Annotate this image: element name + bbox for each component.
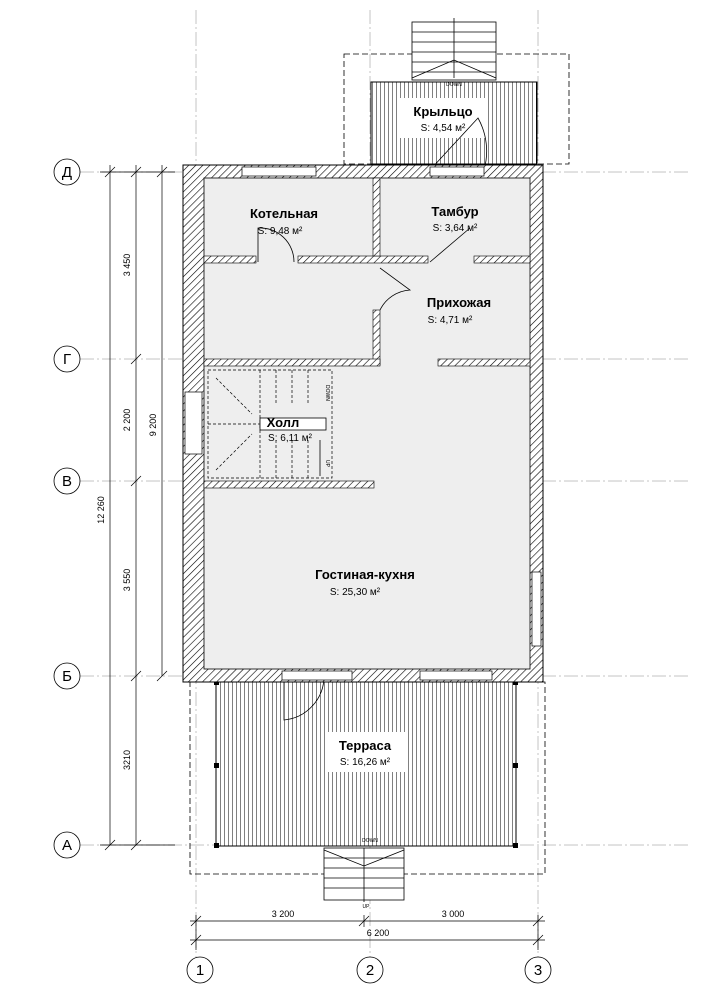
- axis-bubble-1: 1: [186, 956, 214, 984]
- axis-bubble-b: Б: [53, 662, 81, 690]
- dim-1-2: 3 200: [272, 909, 295, 919]
- axis-bubble-a: А: [53, 831, 81, 859]
- svg-text:3: 3: [534, 962, 542, 979]
- dim-d-b: 9 200: [148, 414, 158, 437]
- svg-text:В: В: [62, 473, 72, 490]
- hall-stairs-up-label: UP: [324, 460, 330, 468]
- dim-total-vertical: 12 260: [96, 496, 106, 524]
- dim-g-v: 2 200: [122, 409, 132, 432]
- svg-text:Г: Г: [63, 351, 71, 368]
- porch-stairs: [411, 18, 497, 81]
- dim-v-b: 3 550: [122, 569, 132, 592]
- axis-bubble-3: 3: [524, 956, 552, 984]
- dim-d-g: 3 450: [122, 254, 132, 277]
- svg-text:А: А: [62, 837, 72, 854]
- boiler-room-name: Котельная: [250, 206, 318, 221]
- terrace-area: S: 16,26 м²: [340, 757, 391, 768]
- terrace-stairs: [323, 847, 405, 902]
- svg-text:2: 2: [366, 962, 374, 979]
- dim-2-3: 3 000: [442, 909, 465, 919]
- axis-bubble-d: Д: [53, 158, 81, 186]
- hallway-name: Прихожая: [427, 295, 491, 310]
- hall-stairs-down-label: DOWN: [324, 385, 330, 401]
- terrace-name: Терраса: [339, 738, 392, 753]
- windows: [184, 166, 542, 681]
- hall-staircase: [207, 369, 333, 479]
- living-kitchen-area: S: 25,30 м²: [330, 587, 381, 598]
- axis-bubble-v: В: [53, 467, 81, 495]
- porch-label-bg: [400, 98, 486, 138]
- svg-text:Б: Б: [62, 668, 72, 685]
- axis-bubble-g: Г: [53, 345, 81, 373]
- hall-name: Холл: [267, 415, 300, 430]
- porch-name: Крыльцо: [413, 104, 472, 119]
- terrace-label-bg: [325, 732, 405, 772]
- hall-stair-rail: [259, 417, 327, 476]
- interior-doors: [257, 227, 471, 311]
- hall-area: S: 6,11 м²: [268, 433, 313, 444]
- vestibule-area: S: 3,64 м²: [433, 223, 478, 234]
- porch-stairs-down-label: DOWN: [446, 82, 462, 88]
- dim-b-a: 3210: [122, 750, 132, 770]
- terrace-stairs-down-label: DOWN: [362, 838, 378, 844]
- axis-bubble-2: 2: [356, 956, 384, 984]
- terrace-door-swing: [283, 675, 325, 721]
- dim-total-horizontal: 6 200: [367, 928, 390, 938]
- svg-text:Д: Д: [62, 164, 72, 181]
- interior-walls: [203, 177, 531, 489]
- horizontal-dimensions: [190, 915, 545, 950]
- terrace-stairs-up-label: UP: [363, 904, 371, 910]
- svg-text:1: 1: [196, 962, 204, 979]
- vertical-dimensions: [100, 165, 175, 851]
- boiler-room-area: S: 9,48 м²: [258, 226, 303, 237]
- living-kitchen-name: Гостиная-кухня: [315, 567, 415, 582]
- hallway-area: S: 4,71 м²: [428, 315, 473, 326]
- porch-area: S: 4,54 м²: [421, 123, 466, 134]
- vestibule-name: Тамбур: [431, 204, 478, 219]
